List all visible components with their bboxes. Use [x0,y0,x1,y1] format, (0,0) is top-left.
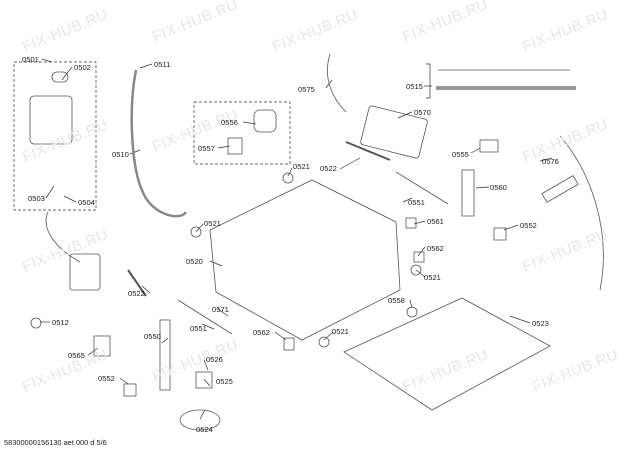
base-tub [209,179,401,341]
label-0555: 0555 [452,150,469,159]
label-0521-c: 0521 [424,273,441,282]
part-0552-b [123,383,137,397]
label-0562-a: 0562 [427,244,444,253]
label-0515: 0515 [406,82,423,91]
valve-ring [51,71,69,83]
bracket-0560 [461,169,475,217]
footer-code: 58300000156130 aet 000 d 5/6 [4,438,107,447]
wiring-harness [559,135,604,291]
valve-block [29,95,73,145]
foot-0521-d [318,336,330,348]
label-0526: 0526 [206,355,223,364]
harness-connector [541,175,579,203]
valve-fitting [69,253,101,291]
label-0570: 0570 [414,108,431,117]
part-0525 [195,371,213,389]
label-0522-a: 0522 [128,289,145,298]
label-0551-b: 0551 [408,198,425,207]
part-0555 [479,139,499,153]
drain-hose [130,69,188,218]
label-0511: 0511 [154,60,171,69]
valve-group-box [13,61,97,211]
bracket-0550 [159,319,171,391]
bracket-group-box [193,101,291,165]
foot-0521-b [282,172,294,184]
label-0556: 0556 [221,118,238,127]
nut-0512 [30,317,42,329]
label-0576: 0576 [542,157,559,166]
base-plate [343,297,551,411]
part-0565 [93,335,111,357]
label-0571: 0571 [212,305,229,314]
label-0575: 0575 [298,85,315,94]
label-0520: 0520 [186,257,203,266]
label-0558: 0558 [388,296,405,305]
label-0550: 0550 [144,332,161,341]
foot-0521-a [190,226,202,238]
label-0510: 0510 [112,150,129,159]
label-0561: 0561 [427,217,444,226]
label-0521-d: 0521 [332,327,349,336]
part-0557 [227,137,243,155]
part-0556 [253,109,277,133]
part-0562-b [283,337,295,351]
disc-0524 [179,409,221,431]
part-0552-a [493,227,507,241]
part-0561 [405,217,417,229]
rod-0522-b [127,269,147,297]
label-0551-a: 0551 [190,324,207,333]
label-0512: 0512 [52,318,69,327]
label-0524: 0524 [196,425,213,434]
valve-hose [45,211,81,263]
label-0552-a: 0552 [98,374,115,383]
label-0523: 0523 [532,319,549,328]
label-0521-a: 0521 [204,219,221,228]
rod-0522-a [345,141,391,161]
label-0502: 0502 [74,63,91,72]
hose-group-bracket [426,63,431,99]
part-0558 [406,306,418,318]
rod-0551-a [395,171,449,205]
label-0522-b: 0522 [320,164,337,173]
rod-0551-b [177,299,233,335]
label-0504: 0504 [78,198,95,207]
foot-0521-c [410,264,422,276]
label-0562-b: 0562 [253,328,270,337]
label-0565: 0565 [68,351,85,360]
control-module [360,105,428,159]
part-0562-a [413,251,425,263]
power-cable [327,53,347,113]
label-0521-b: 0521 [293,162,310,171]
label-0503: 0503 [28,194,45,203]
label-0557: 0557 [198,144,215,153]
label-0501: 0501 [22,55,39,64]
label-0552-b: 0552 [520,221,537,230]
label-0560: 0560 [490,183,507,192]
label-0525: 0525 [216,377,233,386]
